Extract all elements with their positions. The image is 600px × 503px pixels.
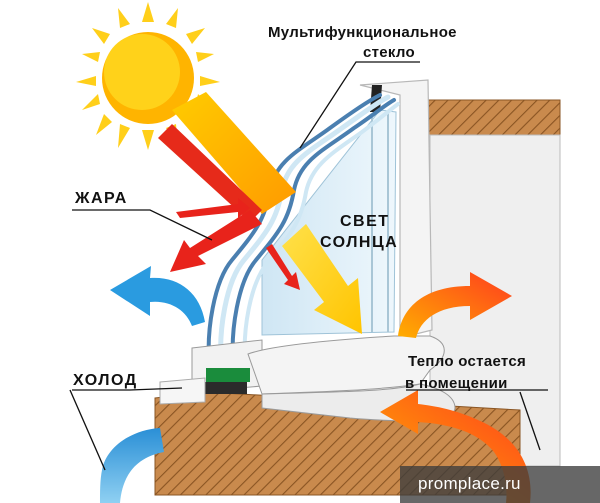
sunlight-label-line1: СВЕТ <box>340 213 390 230</box>
watermark-text: promplace.ru <box>418 474 521 493</box>
cold-arrow-top <box>110 266 205 326</box>
glass-label-line1: Мультифункциональное <box>268 24 457 41</box>
cold-arrow-bottom <box>100 428 164 503</box>
heat-arrows <box>158 124 300 290</box>
warmth-label-line2: в помещении <box>405 375 508 392</box>
sunlight-beam <box>172 92 296 214</box>
window-sill <box>159 335 456 422</box>
warm-arrow-top <box>398 272 512 338</box>
warm-arrow-bottom <box>380 390 531 503</box>
warmth-label-line1: Тепло остается <box>408 353 527 370</box>
cold-label: ХОЛОД <box>73 372 138 389</box>
leader-lines <box>69 61 548 471</box>
watermark: promplace.ru <box>400 466 600 503</box>
sunlight-arrow <box>282 224 362 334</box>
sun-icon <box>76 2 220 150</box>
heat-label: ЖАРА <box>75 190 128 207</box>
glass-label-line2: стекло <box>363 44 416 61</box>
sunlight-label-line2: СОЛНЦА <box>320 234 399 251</box>
